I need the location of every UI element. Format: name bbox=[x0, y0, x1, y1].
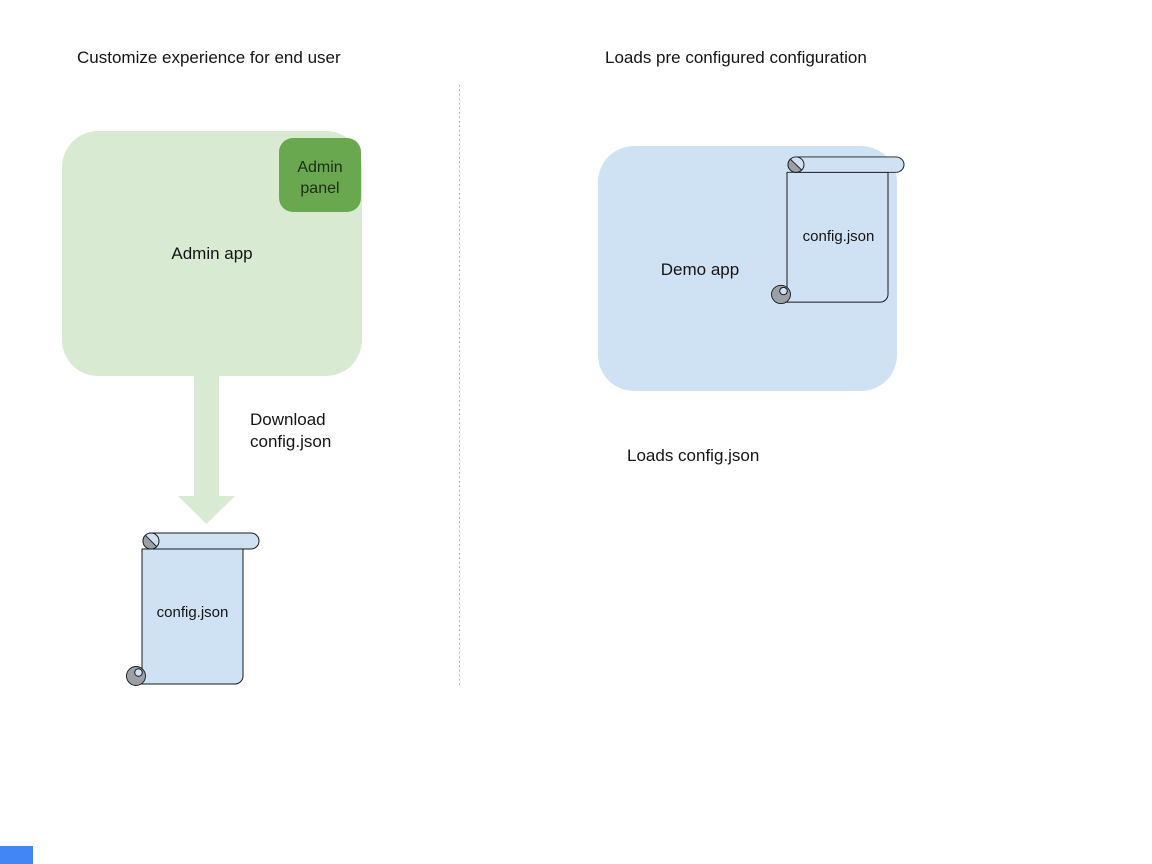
corner-blue-artifact bbox=[0, 846, 33, 864]
download-arrow-label: Download config.json bbox=[250, 409, 380, 453]
loads-config-caption: Loads config.json bbox=[627, 446, 760, 465]
download-arrow-icon bbox=[178, 376, 235, 524]
admin-panel-label-line2: panel bbox=[300, 179, 340, 197]
config-file-label: config.json bbox=[156, 604, 229, 621]
right-section-heading: Loads pre configured configuration bbox=[605, 48, 867, 67]
download-arrow-label-line2: config.json bbox=[250, 432, 332, 451]
config-file-scroll-icon bbox=[126, 532, 260, 686]
section-divider bbox=[459, 85, 460, 687]
download-arrow-label-line1: Download bbox=[250, 410, 326, 429]
config-file-label: config.json bbox=[802, 228, 875, 245]
config-file-scroll-icon bbox=[771, 156, 905, 304]
admin-panel-label-line1: Admin bbox=[297, 158, 343, 176]
left-section-heading: Customize experience for end user bbox=[77, 48, 341, 67]
admin-app-label: Admin app bbox=[171, 244, 253, 263]
admin-panel-label: Admin panel bbox=[297, 157, 342, 199]
demo-app-label: Demo app bbox=[660, 260, 740, 279]
admin-panel-box: Admin panel bbox=[279, 138, 361, 212]
